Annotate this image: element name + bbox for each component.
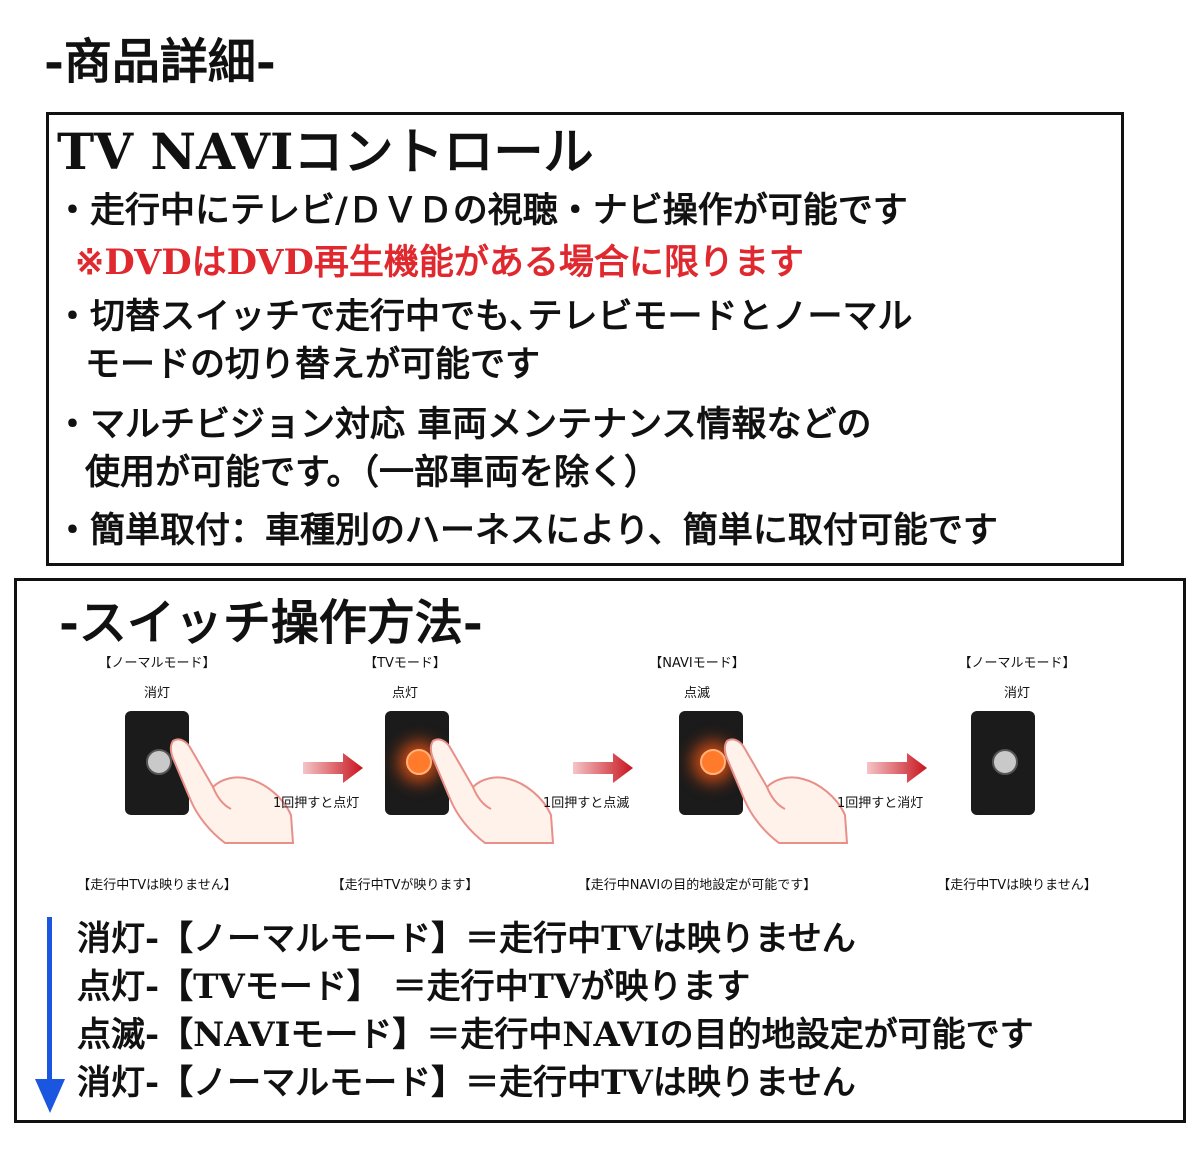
stage-mode-label: 【ノーマルモード】 xyxy=(958,656,1076,671)
led-blinking-icon xyxy=(700,749,726,775)
feature-line: ・簡単取付：車種別のハーネスにより、簡単に取付可能です xyxy=(55,510,998,551)
arrow-down-icon xyxy=(35,917,65,1113)
feature-line: ・マルチビジョン対応 車両メンテナンス情報などの xyxy=(55,404,872,445)
arrow-right-icon xyxy=(303,753,363,783)
feature-line-continued: モードの切り替えが可能です xyxy=(85,344,541,385)
stage-navi: 【NAVIモード】 点滅 【走行中NAVIの目的地設定が可能です】 xyxy=(578,655,849,905)
stage-caption: 【走行中TVは映りません】 xyxy=(937,878,1097,893)
hand-icon xyxy=(169,738,295,844)
product-details-box: TV NAVIコントロール ・走行中にテレビ/ＤＶＤの視聴・ナビ操作が可能です … xyxy=(46,112,1124,566)
stage-caption: 【走行中TVが映ります】 xyxy=(331,878,479,893)
product-title: TV NAVIコントロール xyxy=(57,122,594,181)
feature-line-continued: 使用が可能です。（一部車両を除く） xyxy=(85,452,660,493)
legend-line-normal: 消灯-【ノーマルモード】＝走行中TVは映りません xyxy=(77,919,856,959)
feature-line: ・走行中にテレビ/ＤＶＤの視聴・ナビ操作が可能です xyxy=(55,190,908,231)
stage-normal-2: 【ノーマルモード】 消灯 【走行中TVは映りません】 xyxy=(907,655,1127,905)
stage-mode-label: 【TVモード】 xyxy=(364,656,446,671)
stage-state-label: 点灯 xyxy=(391,686,418,701)
dvd-note: ※DVDはDVD再生機能がある場合に限ります xyxy=(75,242,804,283)
hand-icon xyxy=(429,738,555,844)
stage-mode-label: 【ノーマルモード】 xyxy=(98,656,216,671)
stage-state-label: 点滅 xyxy=(683,686,710,701)
legend-line-navi: 点滅-【NAVIモード】＝走行中NAVIの目的地設定が可能です xyxy=(77,1015,1034,1055)
page-heading: -商品詳細- xyxy=(44,34,276,90)
switch-diagram: 【ノーマルモード】 消灯 【走行中TVは映りません】 1回押すと点灯 【TVモー… xyxy=(47,655,1157,905)
stage-tv: 【TVモード】 点灯 【走行中TVが映ります】 xyxy=(295,655,555,905)
stage-caption: 【走行中TVは映りません】 xyxy=(77,878,237,893)
step-label: 1回押すと点灯 xyxy=(273,796,360,811)
arrow-right-icon xyxy=(867,753,927,783)
led-off-icon xyxy=(992,749,1018,775)
feature-line: ・切替スイッチで走行中でも､テレビモードとノーマル xyxy=(55,296,913,337)
switch-section-title: -スイッチ操作方法- xyxy=(59,595,483,651)
led-off-icon xyxy=(146,749,172,775)
stage-state-label: 消灯 xyxy=(1003,686,1030,701)
stage-normal-1: 【ノーマルモード】 消灯 【走行中TVは映りません】 xyxy=(47,655,295,905)
stage-mode-label: 【NAVIモード】 xyxy=(649,656,745,671)
step-label: 1回押すと消灯 xyxy=(837,796,924,811)
arrow-right-icon xyxy=(573,753,633,783)
step-label: 1回押すと点滅 xyxy=(543,796,630,811)
switch-operation-box: -スイッチ操作方法- 【ノーマルモード】 消灯 【走行中TVは映りません】 1回… xyxy=(14,578,1186,1123)
legend-line-normal-return: 消灯-【ノーマルモード】＝走行中TVは映りません xyxy=(77,1063,856,1103)
stage-state-label: 消灯 xyxy=(143,686,170,701)
stage-caption: 【走行中NAVIの目的地設定が可能です】 xyxy=(577,878,817,893)
led-on-icon xyxy=(406,749,432,775)
hand-icon xyxy=(723,738,849,844)
legend-line-tv: 点灯-【TVモード】 ＝走行中TVが映ります xyxy=(77,967,751,1007)
switch-device xyxy=(971,711,1035,815)
switch-device xyxy=(385,711,449,815)
